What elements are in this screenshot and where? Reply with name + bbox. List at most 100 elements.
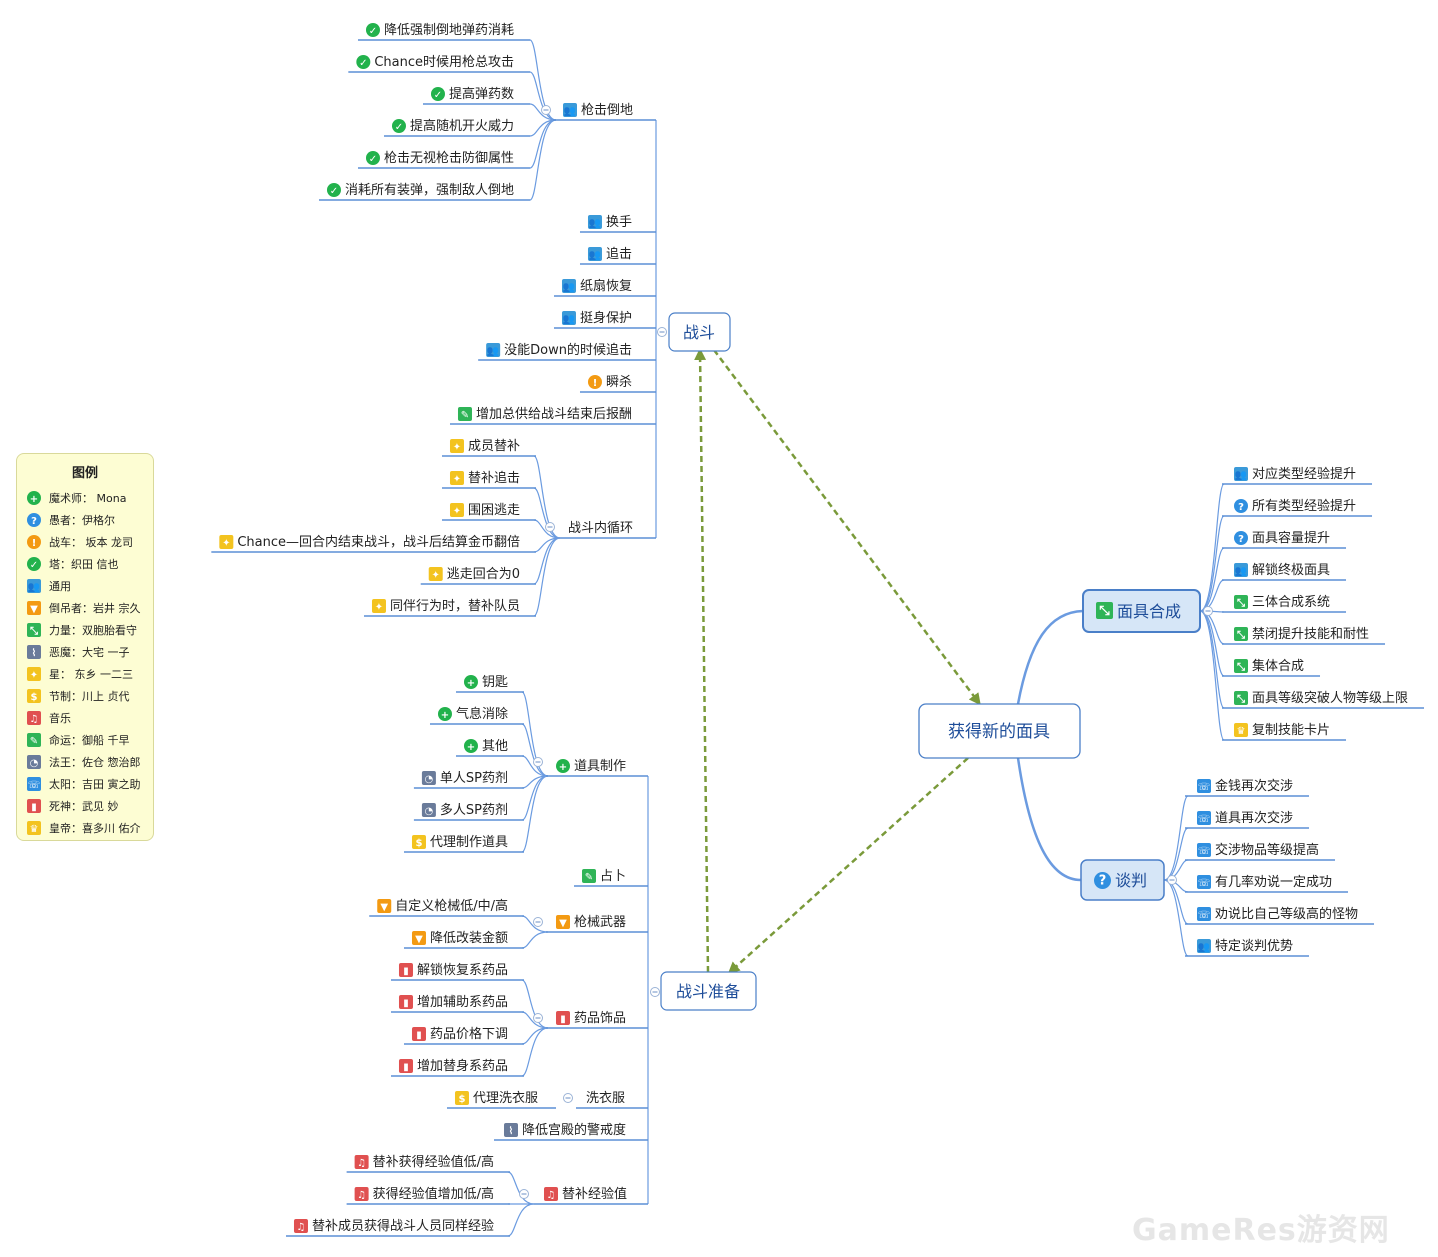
subtopic-medicine[interactable]: 药品饰品▮ [546, 1011, 648, 1029]
topic-item[interactable]: Chance时候用枪总攻击✓ [348, 54, 530, 73]
topic-item[interactable]: 换手👥 [579, 215, 656, 233]
topic-item[interactable]: 逃走回合为0✦ [420, 567, 536, 585]
branch-prep[interactable]: 战斗准备 [660, 971, 757, 1011]
topic-item[interactable]: 道具再次交涉☏ [1185, 810, 1310, 829]
topic-item[interactable]: 瞬杀! [579, 375, 656, 393]
collapse-toggle[interactable] [657, 327, 667, 337]
topic-item[interactable]: 代理洗衣服$ [446, 1090, 556, 1109]
topic-item[interactable]: 获得经验值增加低/高♫ [346, 1186, 510, 1205]
topic-item[interactable]: 增加替身系药品▮ [390, 1058, 524, 1077]
branch-mask[interactable]: ⤡面具合成 [1082, 589, 1201, 633]
chart-icon: ⌇ [27, 645, 41, 659]
subtopic-tools[interactable]: 道具制作+ [546, 759, 648, 777]
topic-item[interactable]: 替补获得经验值低/高♫ [346, 1154, 510, 1173]
topic-item[interactable]: 面具等级突破人物等级上限⤡ [1222, 690, 1425, 709]
subtopic-gun[interactable]: 枪击倒地👥 [553, 102, 656, 121]
dollar-icon: $ [454, 1091, 469, 1105]
topic-item[interactable]: 没能Down的时候追击👥 [478, 342, 656, 361]
topic-item[interactable]: 药品价格下调▮ [403, 1026, 524, 1045]
topic-item[interactable]: 纸扇恢复👥 [553, 278, 656, 297]
phone-icon: ☏ [1197, 907, 1211, 921]
subtopic-alert[interactable]: 降低宫殿的警戒度⌇ [494, 1122, 648, 1141]
topic-item[interactable]: 自定义枪械低/中/高▼ [369, 898, 524, 917]
topic-item[interactable]: 同伴行为时，替补队员✦ [363, 599, 536, 617]
topic-item[interactable]: 劝说比自己等级高的怪物☏ [1185, 906, 1375, 925]
topic-item[interactable]: 成员替补✦ [441, 439, 536, 457]
topic-item[interactable]: 增加总供给战斗结束后报酬✎ [449, 407, 656, 425]
topic-item[interactable]: 有几率劝说一定成功☏ [1185, 874, 1349, 893]
collapse-toggle[interactable] [519, 1189, 529, 1199]
subtopic-divination[interactable]: 占卜✎ [574, 869, 648, 887]
svg-text:✓: ✓ [359, 58, 367, 69]
svg-text:+: + [467, 742, 475, 753]
collapse-toggle[interactable] [533, 917, 543, 927]
collapse-toggle[interactable] [533, 757, 543, 767]
subtopic-label: 道具制作 [574, 759, 626, 774]
topic-item[interactable]: 消耗所有装弹，强制敌人倒地 ✓ [318, 183, 530, 201]
svg-text:✎: ✎ [461, 410, 469, 421]
topic-item[interactable]: 枪击无视枪击防御属性✓ [357, 150, 530, 169]
topic-item[interactable]: 复制技能卡片♛ [1222, 723, 1347, 741]
topic-item[interactable]: 交涉物品等级提高☏ [1185, 842, 1336, 861]
topic-label: Chance—回合内结束战斗，战斗后结算金币翻倍 [237, 534, 520, 550]
topic-item[interactable]: 金钱再次交涉☏ [1185, 778, 1310, 797]
ribbon-star-icon: ✦ [449, 439, 464, 453]
topic-item[interactable]: 禁闭提升技能和耐性⤡ [1222, 626, 1386, 645]
topic-item[interactable]: 所有类型经验提升? [1222, 498, 1373, 517]
legend-label: 死神：武见 妙 [49, 800, 119, 813]
check-circle-icon: ✓ [326, 183, 341, 197]
topic-item[interactable]: 替补成员获得战斗人员同样经验♫ [285, 1218, 510, 1237]
subtopic-exp[interactable]: 替补经验值♫ [534, 1186, 648, 1205]
subtopic-laundry[interactable]: 洗衣服 [576, 1090, 648, 1109]
legend-label: 魔术师： Mona [49, 492, 127, 505]
pencil-icon: ✎ [457, 407, 472, 421]
topic-item[interactable]: 钥匙+ [455, 675, 524, 693]
topic-item[interactable]: 增加辅助系药品▮ [390, 995, 524, 1013]
topic-item[interactable]: 单人SP药剂◔ [413, 771, 524, 789]
branch-negotiation[interactable]: ?谈判 [1080, 859, 1165, 901]
collapse-toggle[interactable] [541, 105, 551, 115]
topic-item[interactable]: 集体合成⤡ [1222, 658, 1321, 677]
topic-item[interactable]: 替补追击✦ [441, 470, 536, 489]
topic-item[interactable]: 围困逃走✦ [441, 503, 536, 521]
central-topic[interactable]: 获得新的面具 [918, 703, 1081, 759]
topic-item[interactable]: 代理制作道具$ [403, 835, 524, 853]
topic-item[interactable]: Chance—回合内结束战斗，战斗后结算金币翻倍✦ [211, 534, 536, 553]
collapse-toggle[interactable] [1203, 606, 1213, 616]
topic-item[interactable]: 气息消除+ [429, 706, 524, 725]
subtopic-label: 药品饰品 [574, 1011, 626, 1026]
topic-item[interactable]: 解锁终极面具👥 [1222, 562, 1347, 581]
topic-item[interactable]: 提高随机开火威力✓ [383, 118, 530, 137]
topic-item[interactable]: 其他+ [455, 739, 524, 757]
subtopic-loop[interactable]: 战斗内循环 [560, 520, 656, 539]
collapse-toggle[interactable] [545, 522, 555, 532]
legend-row: ♛皇帝：喜多川 佑介 [17, 817, 153, 839]
topic-item[interactable]: 多人SP药剂◔ [413, 802, 524, 821]
topic-item[interactable]: 面具容量提升? [1222, 530, 1347, 549]
topic-label: 降低改装金额 [430, 930, 508, 946]
topic-item[interactable]: 提高弹药数✓ [422, 86, 530, 105]
collapse-toggle[interactable] [650, 987, 660, 997]
branch-battle[interactable]: 战斗 [668, 312, 731, 352]
topic-label: 消耗所有装弹，强制敌人倒地 [345, 183, 514, 198]
topic-item[interactable]: 挺身保护👥 [553, 310, 656, 329]
topic-item[interactable]: 降低强制倒地弹药消耗✓ [357, 23, 530, 41]
collapse-toggle[interactable] [1167, 875, 1177, 885]
topic-item[interactable]: 特定谈判优势👥 [1185, 938, 1310, 957]
topic-item[interactable]: 追击👥 [579, 246, 656, 265]
topic-item[interactable]: 解锁恢复系药品▮ [390, 962, 524, 981]
svg-text:👥: 👥 [1235, 566, 1247, 577]
topic-item[interactable]: 降低改装金额▼ [403, 930, 524, 949]
music-icon: ♫ [293, 1219, 308, 1233]
svg-text:☏: ☏ [1198, 910, 1211, 921]
ribbon-star-icon: ✦ [27, 667, 41, 681]
svg-text:?: ? [31, 516, 37, 527]
phone-icon: ☏ [1197, 811, 1211, 825]
topic-item[interactable]: 三体合成系统⤡ [1222, 595, 1347, 613]
branch-battle-label: 战斗 [683, 323, 715, 342]
collapse-toggle[interactable] [563, 1093, 573, 1103]
topic-item[interactable]: 对应类型经验提升👥 [1222, 466, 1373, 485]
subtopic-guns[interactable]: 枪械武器▼ [546, 914, 648, 933]
collapse-toggle[interactable] [533, 1013, 543, 1023]
music-icon: ♫ [27, 711, 41, 725]
